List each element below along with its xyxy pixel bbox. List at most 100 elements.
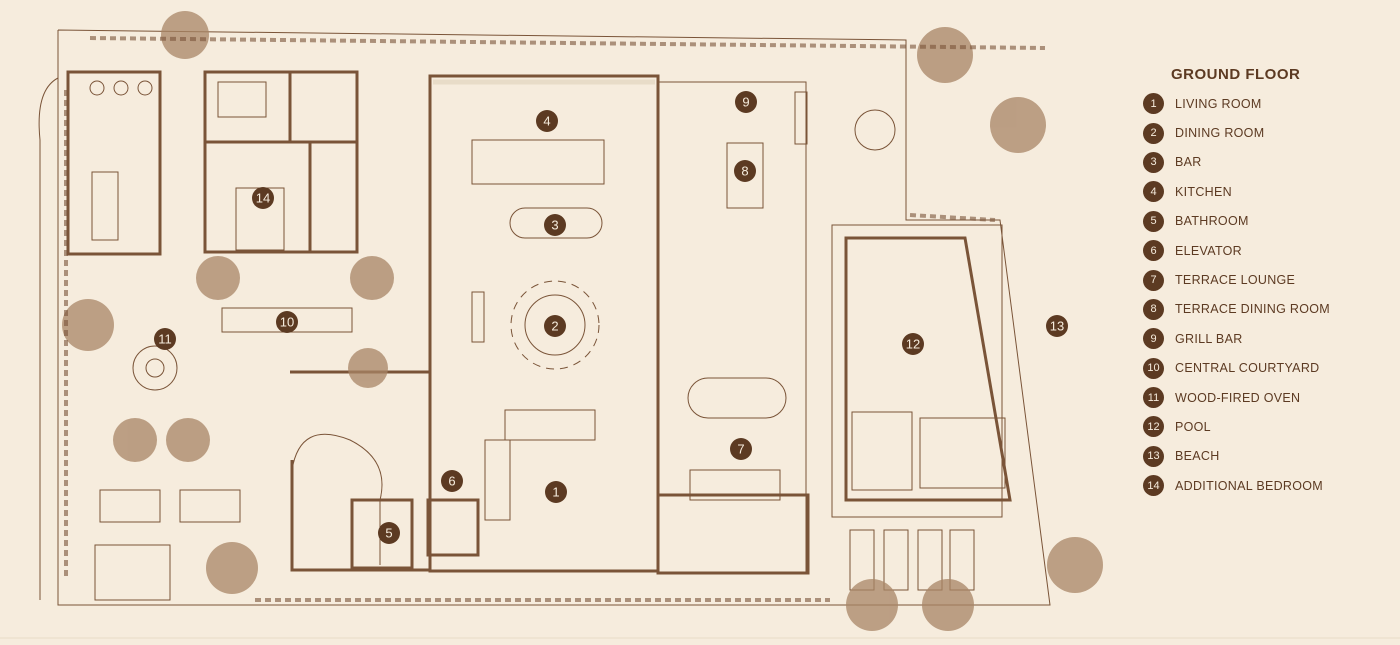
legend-badge: 14 bbox=[1143, 475, 1164, 497]
marker-label: 3 bbox=[551, 218, 558, 233]
service-wing bbox=[66, 70, 162, 256]
fire-pit bbox=[854, 109, 896, 151]
car bbox=[179, 489, 241, 523]
legend-label: BAR bbox=[1175, 155, 1202, 170]
spiral-stair bbox=[291, 433, 383, 565]
marker-10: 10 bbox=[276, 311, 298, 333]
terrace bbox=[657, 81, 807, 573]
terrace-dining-table bbox=[726, 142, 764, 209]
legend-badge: 1 bbox=[1143, 93, 1164, 115]
legend-item-kitchen: 4 KITCHEN bbox=[1143, 177, 1393, 206]
marker-9: 9 bbox=[735, 91, 757, 113]
legend-badge: 7 bbox=[1143, 269, 1164, 291]
marker-label: 13 bbox=[1050, 319, 1064, 334]
palm-tree bbox=[113, 418, 157, 462]
legend-title: GROUND FLOOR bbox=[1171, 66, 1301, 83]
lounge-sofa bbox=[687, 377, 787, 419]
dining-chair-ring bbox=[510, 280, 600, 370]
marker-label: 2 bbox=[551, 319, 558, 334]
marker-5: 5 bbox=[378, 522, 400, 544]
palm-tree bbox=[922, 579, 974, 631]
legend-badge: 2 bbox=[1143, 122, 1164, 144]
palm-tree bbox=[350, 256, 394, 300]
legend-item-living-room: 1 LIVING ROOM bbox=[1143, 89, 1393, 118]
legend-label: TERRACE LOUNGE bbox=[1175, 273, 1296, 288]
hedge bbox=[89, 36, 1046, 50]
bar-table bbox=[509, 207, 603, 239]
marker-label: 5 bbox=[385, 526, 392, 541]
marker-label: 10 bbox=[280, 315, 294, 330]
bathroom-5 bbox=[350, 498, 414, 570]
marker-label: 6 bbox=[448, 474, 455, 489]
legend-badge: 13 bbox=[1143, 445, 1164, 467]
marker-label: 9 bbox=[742, 95, 749, 110]
legend-label: ADDITIONAL BEDROOM bbox=[1175, 478, 1324, 493]
palm-tree bbox=[161, 11, 209, 59]
marker-12: 12 bbox=[902, 333, 924, 355]
main-house bbox=[428, 74, 660, 573]
palm-tree bbox=[62, 299, 114, 351]
sunbed bbox=[883, 529, 909, 591]
fixture bbox=[113, 80, 129, 96]
palm-tree bbox=[348, 348, 388, 388]
legend-badge: 3 bbox=[1143, 151, 1164, 173]
legend-item-additional-bedroom: 14 ADDITIONAL BEDROOM bbox=[1143, 471, 1393, 500]
marker-4: 4 bbox=[536, 110, 558, 132]
legend-badge: 4 bbox=[1143, 181, 1164, 203]
marker-11: 11 bbox=[154, 328, 176, 350]
marker-label: 8 bbox=[741, 164, 748, 179]
car-shed bbox=[94, 544, 171, 601]
palm-tree bbox=[917, 27, 973, 83]
palm-tree bbox=[166, 418, 210, 462]
dining-table-round bbox=[524, 294, 586, 356]
legend-label: TERRACE DINING ROOM bbox=[1175, 302, 1331, 317]
legend-label: CENTRAL COURTYARD bbox=[1175, 361, 1320, 376]
legend-label: LIVING ROOM bbox=[1175, 96, 1262, 111]
marker-8: 8 bbox=[734, 160, 756, 182]
marker-label: 11 bbox=[158, 332, 172, 347]
palm-tree bbox=[196, 256, 240, 300]
fixture bbox=[89, 80, 105, 96]
kitchen-island bbox=[471, 139, 605, 185]
marker-2: 2 bbox=[544, 315, 566, 337]
grill-bar bbox=[794, 91, 808, 145]
oven-inner bbox=[145, 358, 165, 378]
legend-label: KITCHEN bbox=[1175, 184, 1232, 199]
legend-item-grill-bar: 9 GRILL BAR bbox=[1143, 324, 1393, 353]
marker-label: 7 bbox=[737, 442, 744, 457]
pool-steps bbox=[851, 411, 913, 491]
legend-badge: 9 bbox=[1143, 328, 1164, 350]
car bbox=[99, 489, 161, 523]
legend-label: GRILL BAR bbox=[1175, 331, 1243, 346]
curved-wall bbox=[290, 460, 430, 572]
lounge-bench bbox=[689, 469, 781, 501]
marker-14: 14 bbox=[252, 187, 274, 209]
legend-badge: 10 bbox=[1143, 357, 1164, 379]
marker-7: 7 bbox=[730, 438, 752, 460]
legend-badge: 12 bbox=[1143, 416, 1164, 438]
bathtub bbox=[91, 171, 119, 241]
jacuzzi bbox=[919, 417, 1006, 489]
legend-item-bar: 3 BAR bbox=[1143, 148, 1393, 177]
sofa-side bbox=[484, 439, 511, 521]
terrace-wc bbox=[656, 493, 810, 575]
hedge bbox=[909, 213, 996, 222]
marker-label: 1 bbox=[552, 485, 559, 500]
marker-13: 13 bbox=[1046, 315, 1068, 337]
pool-surround bbox=[831, 224, 1003, 518]
palm-tree bbox=[206, 542, 258, 594]
marker-3: 3 bbox=[544, 214, 566, 236]
legend-item-terrace-lounge: 7 TERRACE LOUNGE bbox=[1143, 265, 1393, 294]
bedroom-block bbox=[203, 70, 359, 254]
elevator-shaft bbox=[426, 498, 480, 557]
sofa bbox=[504, 409, 596, 441]
legend-label: BEACH bbox=[1175, 449, 1220, 464]
legend-badge: 11 bbox=[1143, 387, 1164, 409]
legend-badge: 5 bbox=[1143, 210, 1164, 232]
